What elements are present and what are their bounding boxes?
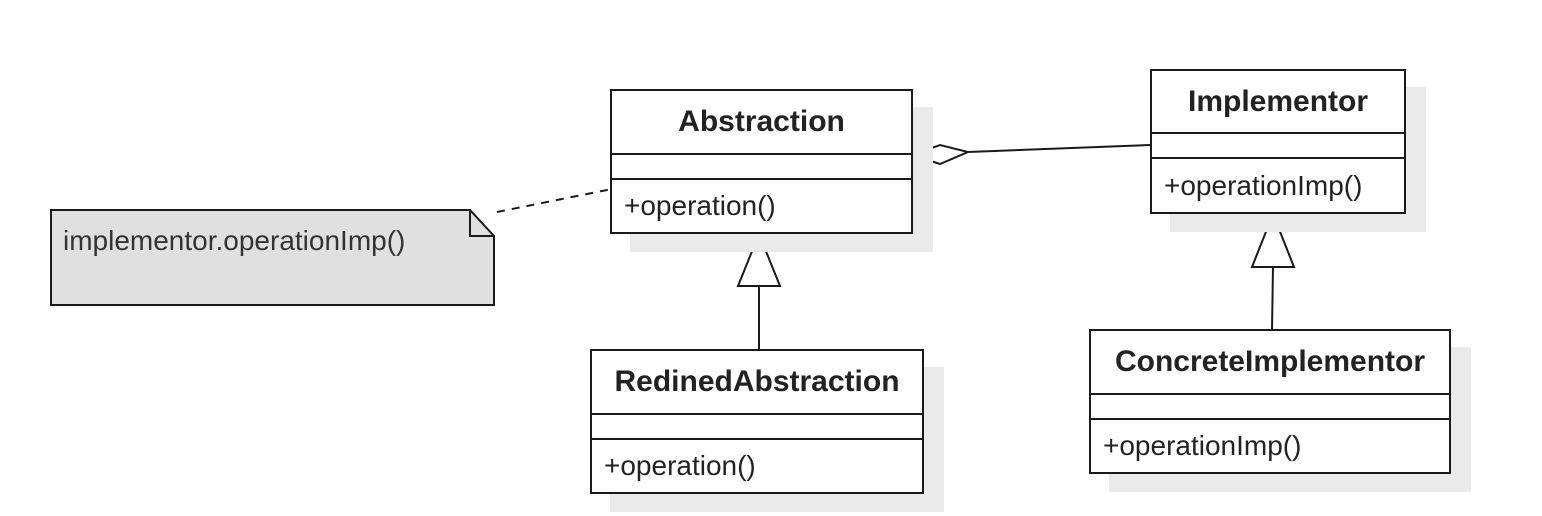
class-operation: +operationImp(): [1103, 430, 1302, 461]
class-operation: +operationImp(): [1164, 169, 1363, 201]
class-name: Abstraction: [612, 91, 911, 155]
note-body: [50, 209, 495, 306]
generalization-arrow-icon: [1250, 211, 1296, 268]
class-attributes-compartment: [1091, 395, 1449, 420]
class-name: RedinedAbstraction: [592, 351, 922, 415]
class-name: ConcreteImplementor: [1091, 331, 1449, 395]
aggregation-diamond-icon: [908, 143, 972, 166]
note-shape: [50, 209, 495, 306]
class-attributes-compartment: [1152, 134, 1404, 159]
class-attributes-compartment: [612, 155, 911, 180]
class-operation: +operation(): [604, 450, 756, 481]
class-abstraction[interactable]: Abstraction +operation(): [610, 89, 913, 234]
note-text: implementor.operationImp(): [63, 225, 406, 256]
class-concreteimplementor[interactable]: ConcreteImplementor +operationImp(): [1089, 329, 1451, 474]
class-redinedabstraction[interactable]: RedinedAbstraction +operation(): [590, 349, 924, 494]
aggregation-line: [967, 144, 1152, 153]
note[interactable]: implementor.operationImp(): [50, 209, 495, 306]
class-operation: +operation(): [624, 190, 776, 221]
class-attributes-compartment: [592, 415, 922, 440]
class-implementor[interactable]: Implementor +operationImp(): [1150, 69, 1406, 214]
generalization-arrow-icon: [736, 231, 782, 287]
class-name: Implementor: [1152, 71, 1404, 134]
generalization-line-concrete: [1271, 266, 1274, 331]
note-folded-corner-icon: [469, 210, 494, 237]
note-link-dashed-line: [496, 188, 613, 213]
